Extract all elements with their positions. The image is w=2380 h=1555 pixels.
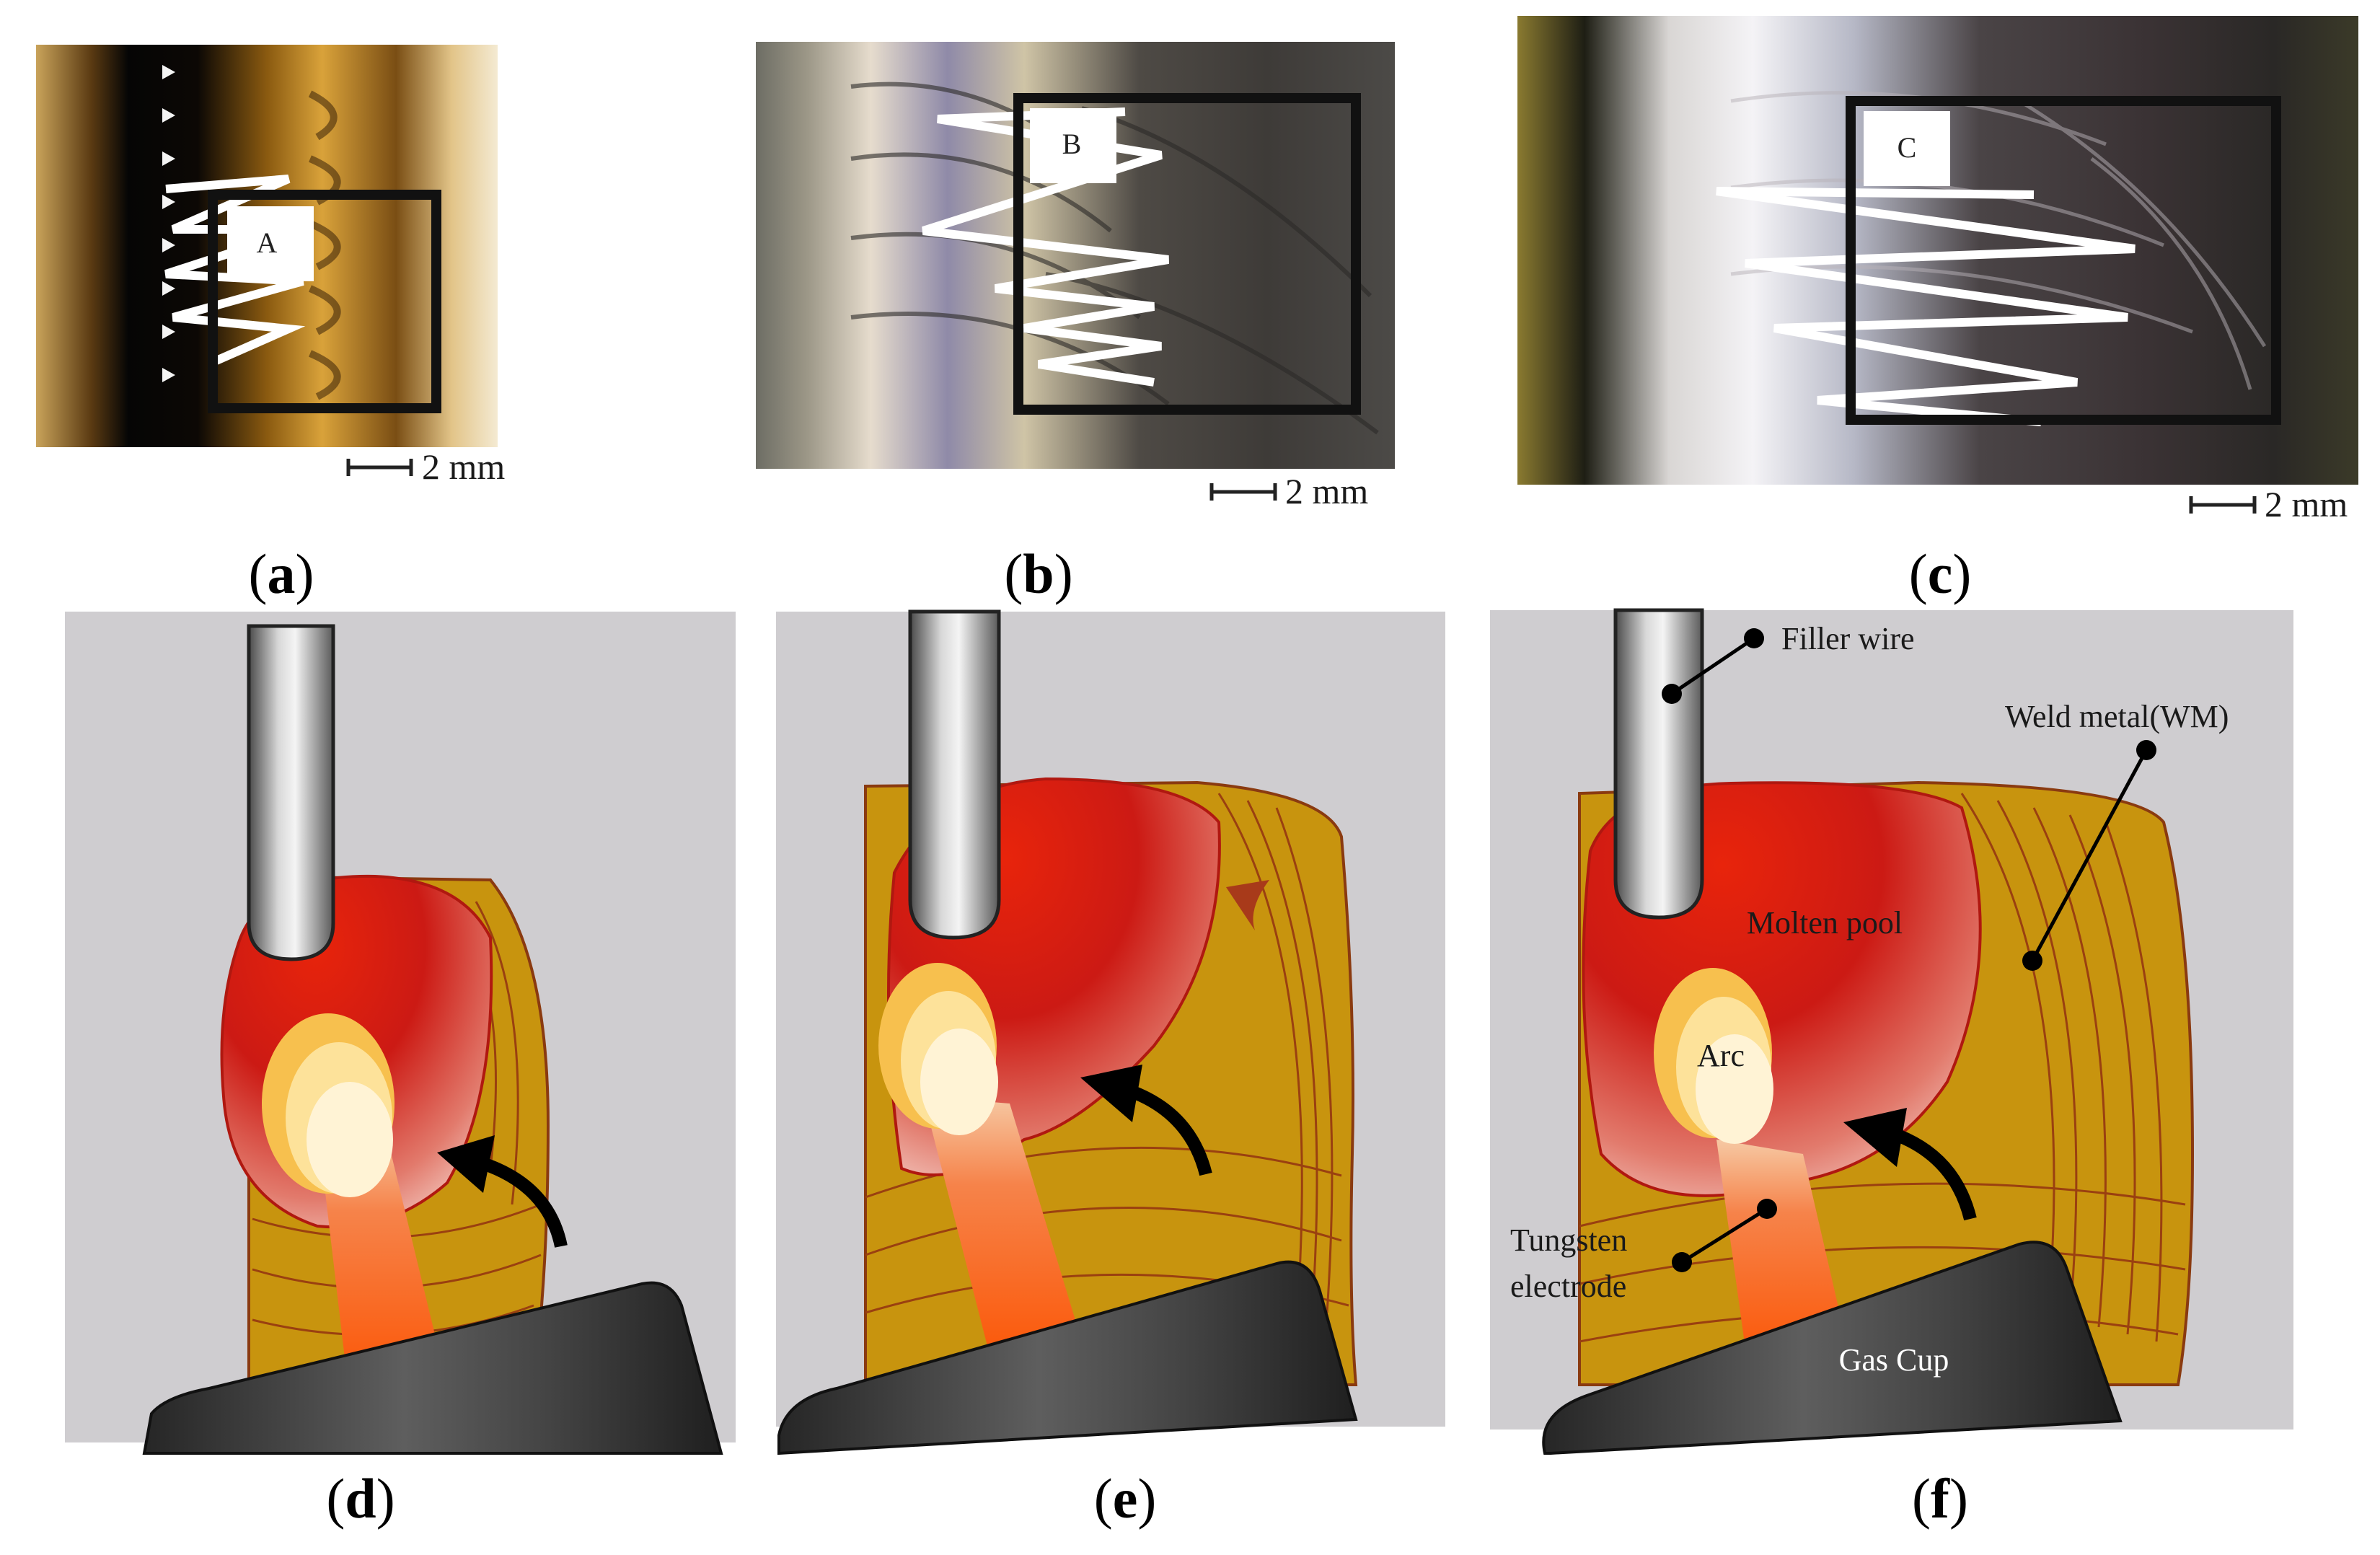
filler-wire-f	[1613, 608, 1704, 920]
arc-plume-f	[1716, 1140, 1846, 1349]
gas-cup-f	[1542, 1241, 2123, 1455]
scale-bar-b: 2 mm	[1209, 471, 1368, 511]
callout-weld-metal: Weld metal(WM)	[2005, 699, 2229, 971]
arc-d	[262, 1013, 395, 1197]
label-gas-cup: Gas Cup	[1839, 1342, 1949, 1378]
scale-label-c: 2 mm	[2265, 484, 2348, 524]
panel-label-f: (f)	[1912, 1467, 1968, 1530]
panel-c: C 2 mm (c)	[1517, 16, 2358, 605]
panel-label-a: (a)	[249, 542, 314, 605]
arc-plume-e	[923, 1096, 1082, 1349]
gas-cup-e	[777, 1260, 1358, 1455]
label-tungsten-line1: Tungsten	[1510, 1223, 1627, 1258]
panel-label-c: (c)	[1909, 542, 1972, 605]
gas-cup-d	[142, 1281, 723, 1455]
box-label-a-bg	[227, 206, 314, 281]
label-filler-wire: Filler wire	[1781, 621, 1915, 656]
region-box-a	[208, 190, 441, 413]
motion-arrow-e	[1080, 1065, 1212, 1176]
panel-f: Filler wire Weld metal(WM) Molten pool A…	[1490, 608, 2293, 1530]
callout-tungsten-electrode: Tungsten electrode	[1510, 1199, 1777, 1304]
panel-e: (e)	[776, 609, 1445, 1530]
arc-f	[1654, 968, 1773, 1144]
motion-arrow-f	[1843, 1108, 1977, 1221]
motion-arrow-d	[437, 1135, 568, 1248]
panel-a: A 2 mm (a)	[36, 45, 505, 605]
box-label-c-bg	[1864, 111, 1950, 186]
panel-d: (d)	[65, 612, 736, 1530]
scale-label-b: 2 mm	[1285, 471, 1368, 511]
box-label-b: B	[1062, 128, 1082, 160]
scale-label-a: 2 mm	[422, 446, 505, 487]
photo-c	[1517, 16, 2358, 485]
region-box-b	[1013, 93, 1361, 415]
region-box-c	[1846, 96, 2281, 425]
scale-bar-a: 2 mm	[346, 446, 505, 487]
label-weld-metal: Weld metal(WM)	[2005, 699, 2229, 734]
scale-bar-c: 2 mm	[2189, 484, 2348, 524]
photo-c-zigzag	[1716, 187, 2136, 426]
arc-e	[878, 963, 998, 1135]
box-label-c: C	[1898, 131, 1917, 164]
callout-filler-wire: Filler wire	[1662, 621, 1915, 704]
panel-label-e: (e)	[1094, 1467, 1157, 1530]
filler-wire-d	[247, 624, 335, 961]
photo-a-ripples	[308, 90, 341, 400]
panel-b: B 2 mm (b)	[756, 42, 1395, 605]
box-label-a: A	[257, 226, 278, 259]
weld-ripples-f	[1579, 793, 2186, 1343]
panel-label-b: (b)	[1004, 542, 1072, 605]
box-label-b-bg	[1030, 108, 1116, 183]
label-molten-pool: Molten pool	[1747, 905, 1903, 941]
filler-wire-e	[908, 609, 1001, 940]
label-tungsten-line2: electrode	[1510, 1269, 1626, 1304]
label-arc: Arc	[1697, 1038, 1745, 1073]
pool-notch-e	[1226, 880, 1269, 930]
panel-label-d: (d)	[326, 1467, 395, 1530]
